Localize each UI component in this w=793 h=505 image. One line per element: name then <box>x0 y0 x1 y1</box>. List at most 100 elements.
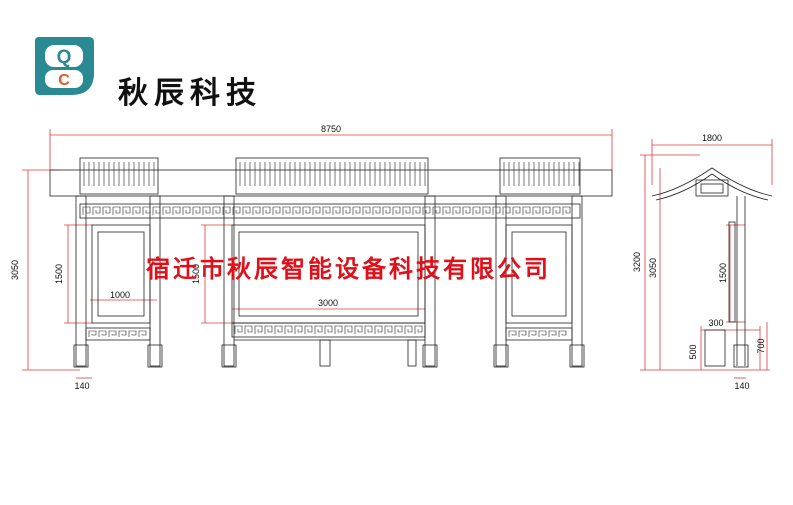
qc-logo-icon: Q C <box>35 37 94 95</box>
svg-text:C: C <box>58 72 70 89</box>
dim-total-width: 8750 <box>321 124 341 134</box>
fret-motif <box>242 206 251 215</box>
svg-text:Q: Q <box>57 47 72 68</box>
fret-motif <box>372 206 381 215</box>
company-watermark: 宿迁市秋辰智能设备科技有限公司 <box>146 254 551 283</box>
fret-motif <box>294 325 303 334</box>
fret-motif <box>202 206 211 215</box>
fret-motif <box>232 206 241 215</box>
fret-motif <box>292 206 301 215</box>
fret-motif <box>138 330 147 337</box>
fret-motif <box>552 206 561 215</box>
fret-motif <box>362 206 371 215</box>
fret-motif <box>162 206 171 215</box>
fret-motif <box>412 206 421 215</box>
fret-motif <box>354 325 363 334</box>
fret-motif <box>538 330 547 337</box>
fret-motif <box>118 330 127 337</box>
fret-motif <box>192 206 201 215</box>
fret-motif <box>528 330 537 337</box>
fret-motif <box>108 330 117 337</box>
dim-column-width: 140 <box>74 381 89 391</box>
roof-railing-right <box>499 157 581 195</box>
fret-motif <box>452 206 461 215</box>
fret-motif <box>304 325 313 334</box>
fret-motif <box>98 330 107 337</box>
fret-motif <box>252 206 261 215</box>
fret-motif <box>374 325 383 334</box>
fret-motif <box>402 206 411 215</box>
fret-motif <box>222 206 231 215</box>
fret-motif <box>172 206 181 215</box>
fret-motif <box>558 330 567 337</box>
fret-motif <box>462 206 471 215</box>
fret-motif <box>312 206 321 215</box>
fret-motif <box>382 206 391 215</box>
dim-side-height-inner: 3050 <box>648 258 658 278</box>
dim-side-column-width: 140 <box>734 381 749 391</box>
fret-motif <box>334 325 343 334</box>
fret-motif <box>548 330 557 337</box>
fret-motif <box>122 206 131 215</box>
fret-motif <box>512 206 521 215</box>
fret-motif <box>102 206 111 215</box>
fret-motif <box>472 206 481 215</box>
dimension-lines <box>22 129 773 379</box>
fret-motif <box>562 206 571 215</box>
fret-motif <box>422 206 431 215</box>
fret-motif <box>502 206 511 215</box>
fret-motif <box>322 206 331 215</box>
fret-motif <box>234 325 243 334</box>
dim-seat-height: 500 <box>688 344 698 359</box>
fretwork-pattern <box>82 206 571 337</box>
fret-motif <box>352 206 361 215</box>
fret-motif <box>272 206 281 215</box>
fret-motif <box>392 206 401 215</box>
fret-motif <box>442 206 451 215</box>
dim-left-panel-width: 1000 <box>110 290 130 300</box>
fret-motif <box>142 206 151 215</box>
dim-center-panel-width: 3000 <box>318 298 338 308</box>
fret-motif <box>262 206 271 215</box>
fret-motif <box>414 325 423 334</box>
fret-motif <box>314 325 323 334</box>
fret-motif <box>112 206 121 215</box>
fret-motif <box>542 206 551 215</box>
dim-center-panel-height: 1500 <box>191 264 201 284</box>
fret-motif <box>532 206 541 215</box>
fret-motif <box>324 325 333 334</box>
fret-motif <box>152 206 161 215</box>
railing-balusters <box>83 162 580 186</box>
fret-motif <box>482 206 491 215</box>
dim-left-panel-height: 1500 <box>54 264 64 284</box>
fret-motif <box>394 325 403 334</box>
fret-motif <box>212 206 221 215</box>
fret-motif <box>522 206 531 215</box>
fret-motif <box>344 325 353 334</box>
fret-motif <box>132 206 141 215</box>
fret-motif <box>82 206 91 215</box>
fret-motif <box>508 330 517 337</box>
fret-motif <box>332 206 341 215</box>
roof-railing-left <box>79 157 159 195</box>
dim-total-height: 3050 <box>10 260 20 280</box>
fret-motif <box>182 206 191 215</box>
fret-motif <box>264 325 273 334</box>
dim-side-width: 1800 <box>702 133 722 143</box>
fret-motif <box>88 330 97 337</box>
fret-motif <box>92 206 101 215</box>
side-elevation <box>651 167 773 368</box>
dim-side-height-outer: 3200 <box>632 252 642 272</box>
fret-motif <box>128 330 137 337</box>
fret-motif <box>432 206 441 215</box>
fret-motif <box>342 206 351 215</box>
fret-motif <box>274 325 283 334</box>
fret-motif <box>302 206 311 215</box>
fret-motif <box>384 325 393 334</box>
fret-motif <box>364 325 373 334</box>
dim-base-height: 700 <box>756 338 766 353</box>
fret-motif <box>518 330 527 337</box>
front-elevation <box>49 157 613 368</box>
